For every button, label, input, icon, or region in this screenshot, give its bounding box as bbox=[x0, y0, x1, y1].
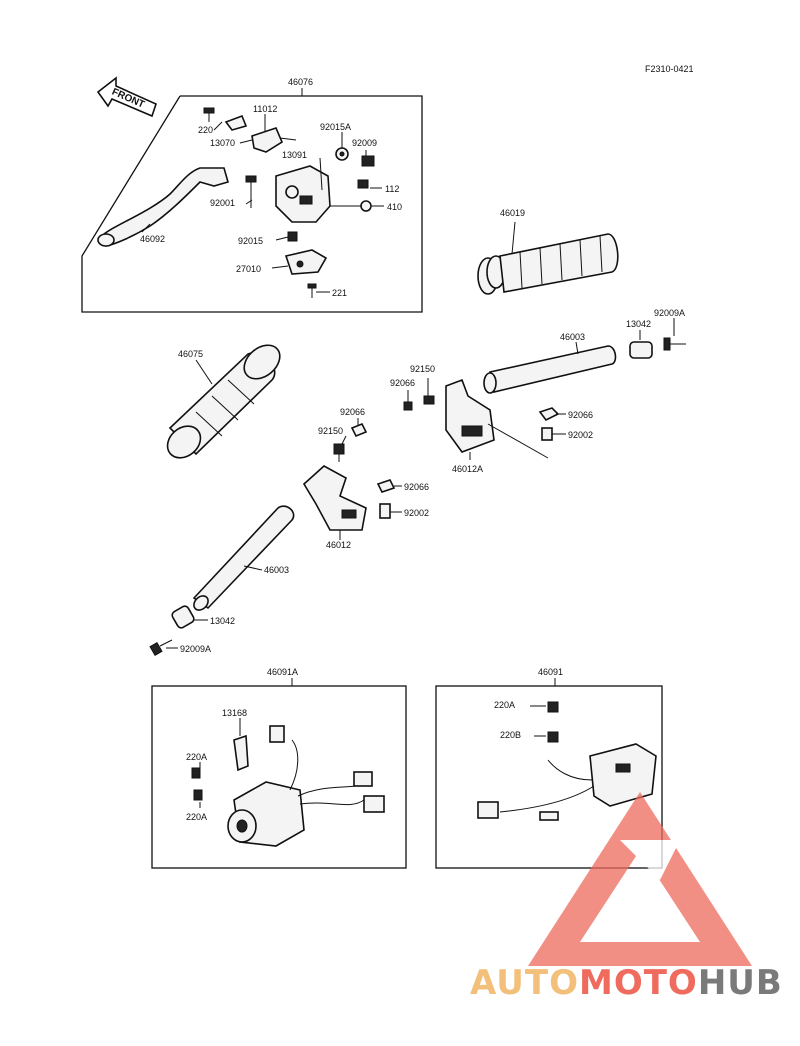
right-switch-harness bbox=[477, 759, 595, 821]
part-46092: 46092 bbox=[140, 234, 165, 244]
watermark-hub: HUB bbox=[698, 963, 783, 1003]
nut-92015 bbox=[287, 231, 298, 242]
part-92009A-upper: 92009A bbox=[654, 308, 685, 318]
plug-13042-upper bbox=[629, 341, 653, 359]
part-92009A-lower: 92009A bbox=[180, 644, 211, 654]
part-221: 221 bbox=[332, 288, 347, 298]
part-92150-lower: 92150 bbox=[318, 426, 343, 436]
part-92002-lower: 92002 bbox=[404, 508, 429, 518]
right-grip bbox=[477, 233, 619, 295]
clip-13168 bbox=[233, 734, 249, 772]
left-grip bbox=[166, 344, 281, 459]
part-46012A: 46012A bbox=[452, 464, 483, 474]
plug-13042-lower bbox=[171, 605, 195, 629]
part-13042-upper: 13042 bbox=[626, 319, 651, 329]
part-92015A: 92015A bbox=[320, 122, 351, 132]
holder-upper bbox=[445, 378, 495, 453]
nut-92066-upper-b bbox=[538, 407, 560, 422]
part-220A-left-2: 220A bbox=[186, 812, 207, 822]
part-220A-left-1: 220A bbox=[186, 752, 207, 762]
part-220A-right: 220A bbox=[494, 700, 515, 710]
part-92015: 92015 bbox=[238, 236, 263, 246]
screw-220A-left-2 bbox=[193, 789, 203, 801]
screw-220B-right bbox=[547, 731, 559, 743]
screw-92009A-upper bbox=[663, 337, 686, 351]
left-switch-housing bbox=[227, 781, 305, 847]
part-46012: 46012 bbox=[326, 540, 351, 550]
part-92009: 92009 bbox=[352, 138, 377, 148]
nut-92066-upper-a bbox=[403, 401, 413, 411]
part-92150-upper: 92150 bbox=[410, 364, 435, 374]
lever-assembly-group: 46076 bbox=[81, 77, 423, 313]
part-92066-lower-b: 92066 bbox=[404, 482, 429, 492]
bolt-92002-upper bbox=[541, 427, 553, 441]
part-410: 410 bbox=[387, 202, 402, 212]
part-46003-lower: 46003 bbox=[264, 565, 289, 575]
part-92066-upper-a: 92066 bbox=[390, 378, 415, 388]
washer-92015A bbox=[335, 147, 349, 161]
bolt-92001 bbox=[245, 175, 257, 208]
holder-lower bbox=[302, 465, 367, 531]
part-92066-lower-a: 92066 bbox=[340, 407, 365, 417]
watermark-moto: MOTO bbox=[579, 963, 698, 1003]
right-switch-group: 46091 bbox=[435, 667, 663, 869]
screw-92009 bbox=[361, 155, 375, 167]
watermark-auto: AUTO bbox=[470, 963, 579, 1003]
washer-410 bbox=[360, 200, 372, 212]
part-27010: 27010 bbox=[236, 264, 261, 274]
screw-92009A-lower bbox=[149, 639, 173, 657]
handlebar-lower bbox=[192, 505, 295, 611]
diagram-code: F2310-0421 bbox=[645, 64, 694, 74]
group-label-46076: 46076 bbox=[288, 77, 313, 87]
part-11012: 11012 bbox=[253, 104, 277, 114]
front-arrow: FRONT bbox=[96, 76, 157, 118]
screw-112 bbox=[357, 179, 369, 189]
part-92001: 92001 bbox=[210, 198, 235, 208]
part-13168: 13168 bbox=[222, 708, 247, 718]
part-92002-upper: 92002 bbox=[568, 430, 593, 440]
bolt-92150-lower bbox=[333, 443, 345, 462]
group-label-46091: 46091 bbox=[538, 667, 563, 677]
lever-bracket bbox=[275, 165, 331, 223]
bolt-220 bbox=[203, 107, 215, 122]
cable-holder-11012 bbox=[251, 127, 297, 153]
part-220: 220 bbox=[198, 125, 213, 135]
switch-27010 bbox=[284, 249, 328, 275]
handlebar-upper bbox=[483, 345, 617, 394]
right-switch-housing bbox=[589, 743, 657, 807]
left-switch-harness bbox=[269, 725, 385, 813]
front-label: FRONT bbox=[110, 87, 146, 111]
screw-220A-left-1 bbox=[191, 767, 201, 779]
nut-92066-lower-b bbox=[376, 479, 396, 493]
part-46003-upper: 46003 bbox=[560, 332, 585, 342]
part-220B-right: 220B bbox=[500, 730, 521, 740]
part-13091: 13091 bbox=[282, 150, 307, 160]
part-112: 112 bbox=[385, 184, 399, 194]
group-label-46091A: 46091A bbox=[267, 667, 298, 677]
nut-92066-lower-a bbox=[350, 422, 368, 438]
watermark-text: AUTOMOTOHUB bbox=[470, 963, 783, 1003]
bolt-92150-upper bbox=[423, 395, 435, 405]
left-switch-group: 46091A bbox=[151, 667, 407, 869]
pin-13070 bbox=[224, 114, 248, 131]
part-92066-upper-b: 92066 bbox=[568, 410, 593, 420]
part-46019: 46019 bbox=[500, 208, 525, 218]
screw-220A-right bbox=[547, 701, 559, 713]
part-46075: 46075 bbox=[178, 349, 203, 359]
bolt-92002-lower bbox=[379, 503, 391, 519]
clutch-lever bbox=[97, 167, 229, 247]
part-13042-lower: 13042 bbox=[210, 616, 235, 626]
part-13070: 13070 bbox=[210, 138, 235, 148]
watermark-logo bbox=[528, 792, 752, 966]
screw-221 bbox=[307, 283, 317, 298]
